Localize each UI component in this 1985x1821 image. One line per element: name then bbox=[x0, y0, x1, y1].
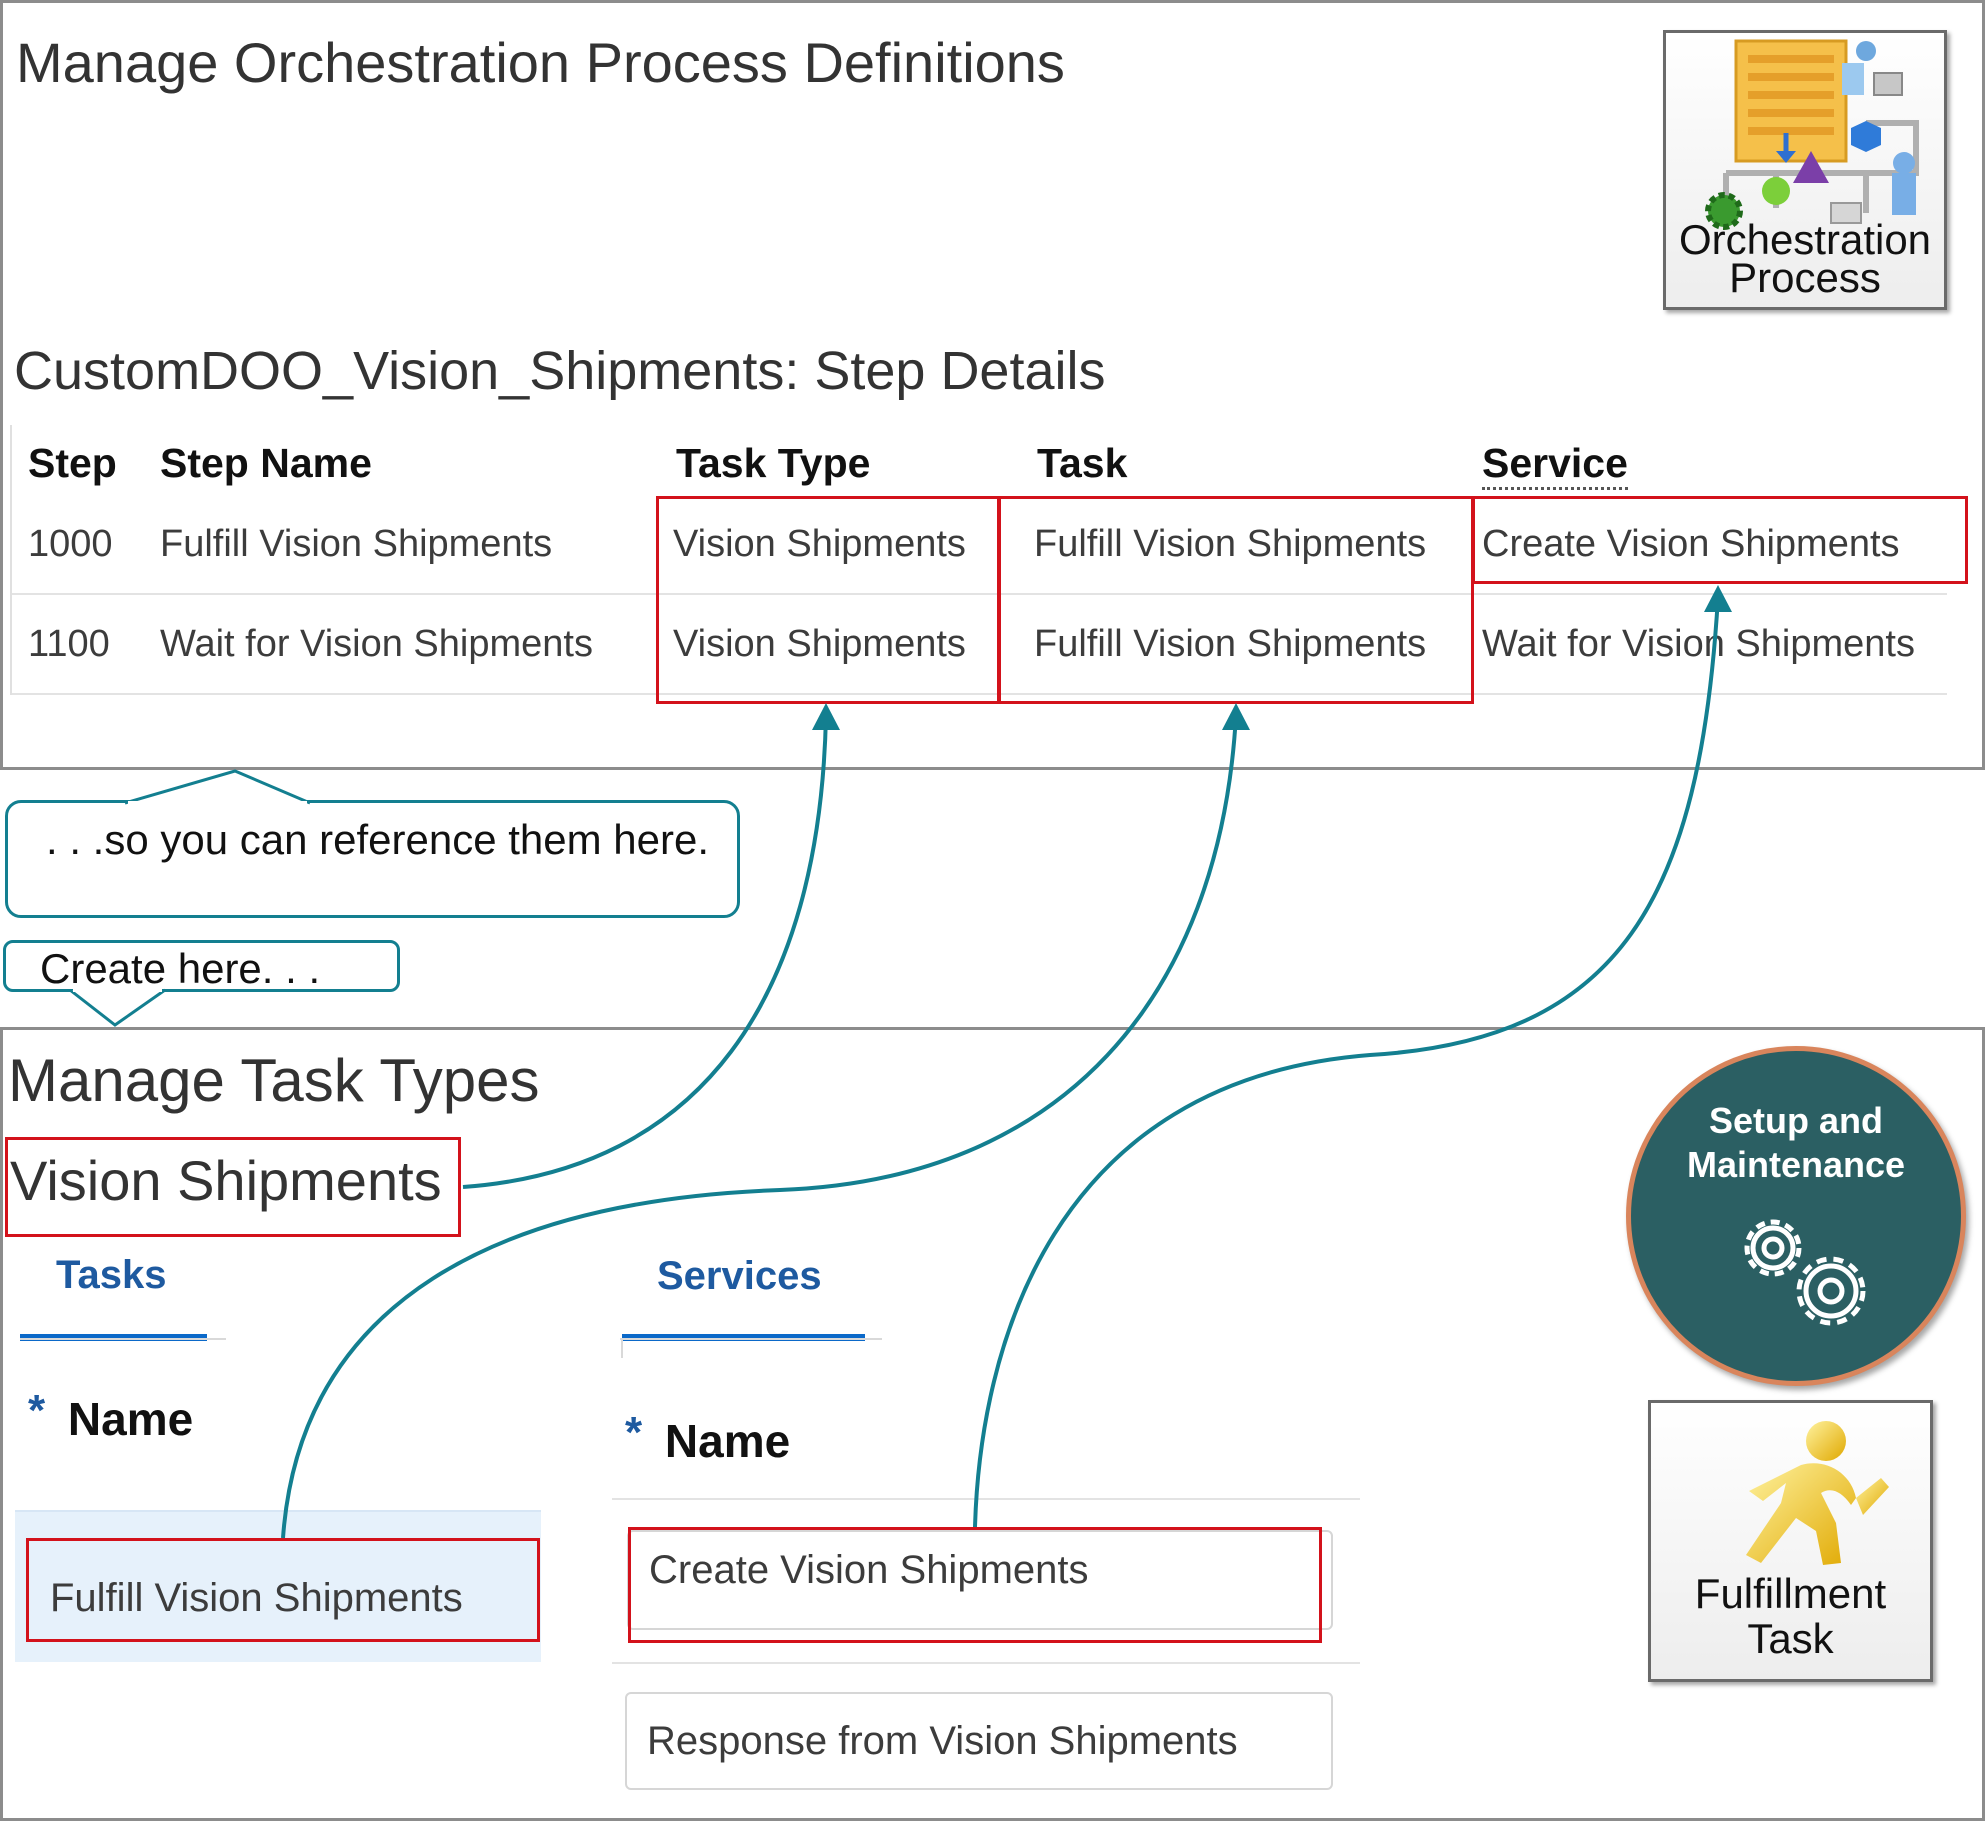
task-type-name: Vision Shipments bbox=[10, 1149, 442, 1212]
reference-callout: . . .so you can reference them here. bbox=[5, 800, 740, 918]
tab-services[interactable]: Services bbox=[657, 1254, 822, 1298]
reference-callout-text: . . .so you can reference them here. bbox=[46, 816, 710, 863]
task-types-page-title: Manage Task Types bbox=[8, 1047, 540, 1114]
service-name-field[interactable]: Create Vision Shipments bbox=[627, 1530, 1333, 1630]
table-row-divider bbox=[12, 593, 1947, 595]
column-header-step[interactable]: Step bbox=[28, 440, 117, 486]
table-cell-step-name[interactable]: Wait for Vision Shipments bbox=[160, 623, 593, 665]
orchestration-process-icon bbox=[1705, 39, 1919, 230]
services-name-label: * Name bbox=[625, 1408, 791, 1468]
table-cell-service[interactable]: Create Vision Shipments bbox=[1482, 523, 1900, 565]
task-column-highlight bbox=[998, 496, 1474, 704]
required-indicator: * bbox=[28, 1386, 46, 1435]
fulfillment-label-1: Fulfillment bbox=[1694, 1570, 1887, 1617]
orchestration-icon-label-2: Process bbox=[1729, 254, 1881, 301]
gear-icon bbox=[1744, 1219, 1866, 1326]
table-left-border bbox=[10, 425, 12, 695]
fulfillment-label-2: Task bbox=[1747, 1615, 1834, 1662]
column-header-task-type[interactable]: Task Type bbox=[676, 440, 871, 486]
tab-tasks-indicator bbox=[20, 1334, 207, 1341]
required-indicator: * bbox=[625, 1408, 643, 1457]
task-type-column-highlight bbox=[656, 496, 1000, 704]
service-name-field[interactable]: Response from Vision Shipments bbox=[625, 1692, 1333, 1790]
table-cell-task-type[interactable]: Vision Shipments bbox=[673, 623, 966, 665]
table-cell-step: 1100 bbox=[28, 623, 110, 665]
orchestration-page-title: Manage Orchestration Process Definitions bbox=[16, 31, 1065, 94]
step-details-title: CustomDOO_Vision_Shipments: Step Details bbox=[14, 341, 1106, 401]
running-person-icon bbox=[1746, 1421, 1889, 1565]
task-name-highlight bbox=[26, 1538, 540, 1642]
table-cell-task-type[interactable]: Vision Shipments bbox=[673, 523, 966, 565]
fulfillment-task-tile[interactable]: Fulfillment Task bbox=[1648, 1400, 1933, 1682]
orchestration-icon-label-1: Orchestration bbox=[1678, 216, 1932, 263]
tab-tasks[interactable]: Tasks bbox=[56, 1253, 167, 1297]
column-header-task[interactable]: Task bbox=[1037, 440, 1128, 486]
table-cell-service[interactable]: Wait for Vision Shipments bbox=[1482, 623, 1915, 665]
service-cell-highlight bbox=[1472, 496, 1968, 584]
tab-services-underline bbox=[620, 1338, 882, 1340]
table-cell-step-name[interactable]: Fulfill Vision Shipments bbox=[160, 523, 553, 565]
tasks-name-label-text: Name bbox=[67, 1393, 194, 1445]
tab-services-left-edge bbox=[621, 1338, 623, 1358]
column-header-service[interactable]: Service bbox=[1482, 440, 1628, 490]
column-header-step-name[interactable]: Step Name bbox=[160, 440, 372, 486]
services-header-divider bbox=[612, 1498, 1360, 1500]
create-callout-text: Create here. . . bbox=[40, 945, 321, 992]
tab-tasks-underline bbox=[20, 1338, 226, 1340]
create-callout: Create here. . . bbox=[3, 940, 400, 992]
services-row-divider bbox=[612, 1662, 1360, 1664]
setup-and-maintenance-label: Setup and Maintenance bbox=[1686, 1100, 1906, 1185]
orchestration-process-tile[interactable]: Orchestration Process bbox=[1663, 30, 1947, 310]
services-name-label-text: Name bbox=[664, 1415, 791, 1467]
setup-and-maintenance-tile[interactable]: Setup and Maintenance bbox=[1626, 1046, 1966, 1386]
task-name-field[interactable]: Fulfill Vision Shipments bbox=[26, 1540, 538, 1640]
table-cell-step: 1000 bbox=[28, 523, 113, 565]
tasks-name-label: * Name bbox=[28, 1386, 194, 1446]
service-name-highlight bbox=[628, 1527, 1322, 1643]
table-cell-task[interactable]: Fulfill Vision Shipments bbox=[1034, 523, 1427, 565]
